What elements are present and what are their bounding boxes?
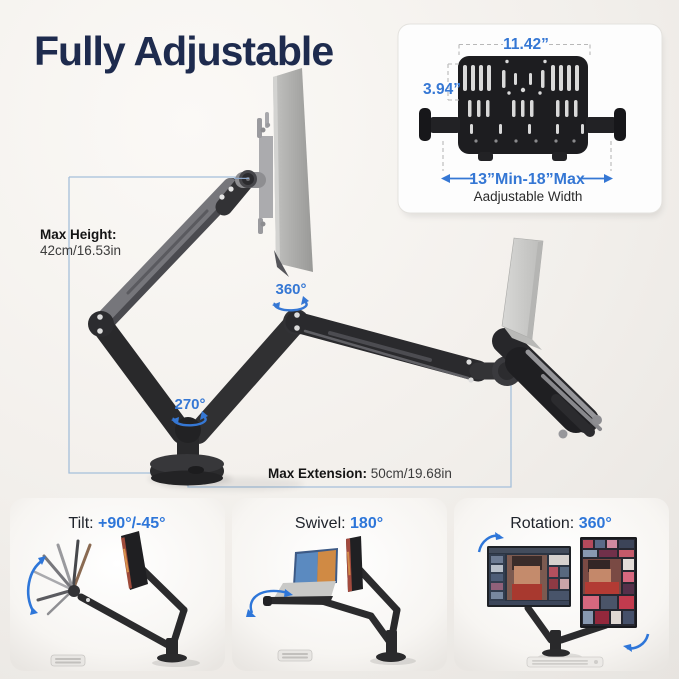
svg-text:11.42”: 11.42”: [503, 36, 549, 53]
svg-text:Max Height:: Max Height:: [40, 227, 117, 242]
svg-text:13”Min-18”Max: 13”Min-18”Max: [469, 171, 585, 188]
svg-text:Max Extension: 50cm/19.68in: Max Extension: 50cm/19.68in: [268, 466, 452, 481]
svg-text:Swivel: 180°: Swivel: 180°: [295, 515, 383, 532]
svg-text:42cm/16.53in: 42cm/16.53in: [40, 243, 121, 258]
svg-text:3.94”: 3.94”: [423, 81, 461, 98]
svg-text:360°: 360°: [275, 281, 306, 298]
svg-text:Rotation: 360°: Rotation: 360°: [510, 515, 612, 532]
svg-text:Aadjustable Width: Aadjustable Width: [474, 189, 583, 204]
svg-text:270°: 270°: [174, 396, 205, 413]
svg-text:Tilt: +90°/-45°: Tilt: +90°/-45°: [68, 515, 165, 532]
svg-text:Fully Adjustable: Fully Adjustable: [34, 28, 333, 74]
